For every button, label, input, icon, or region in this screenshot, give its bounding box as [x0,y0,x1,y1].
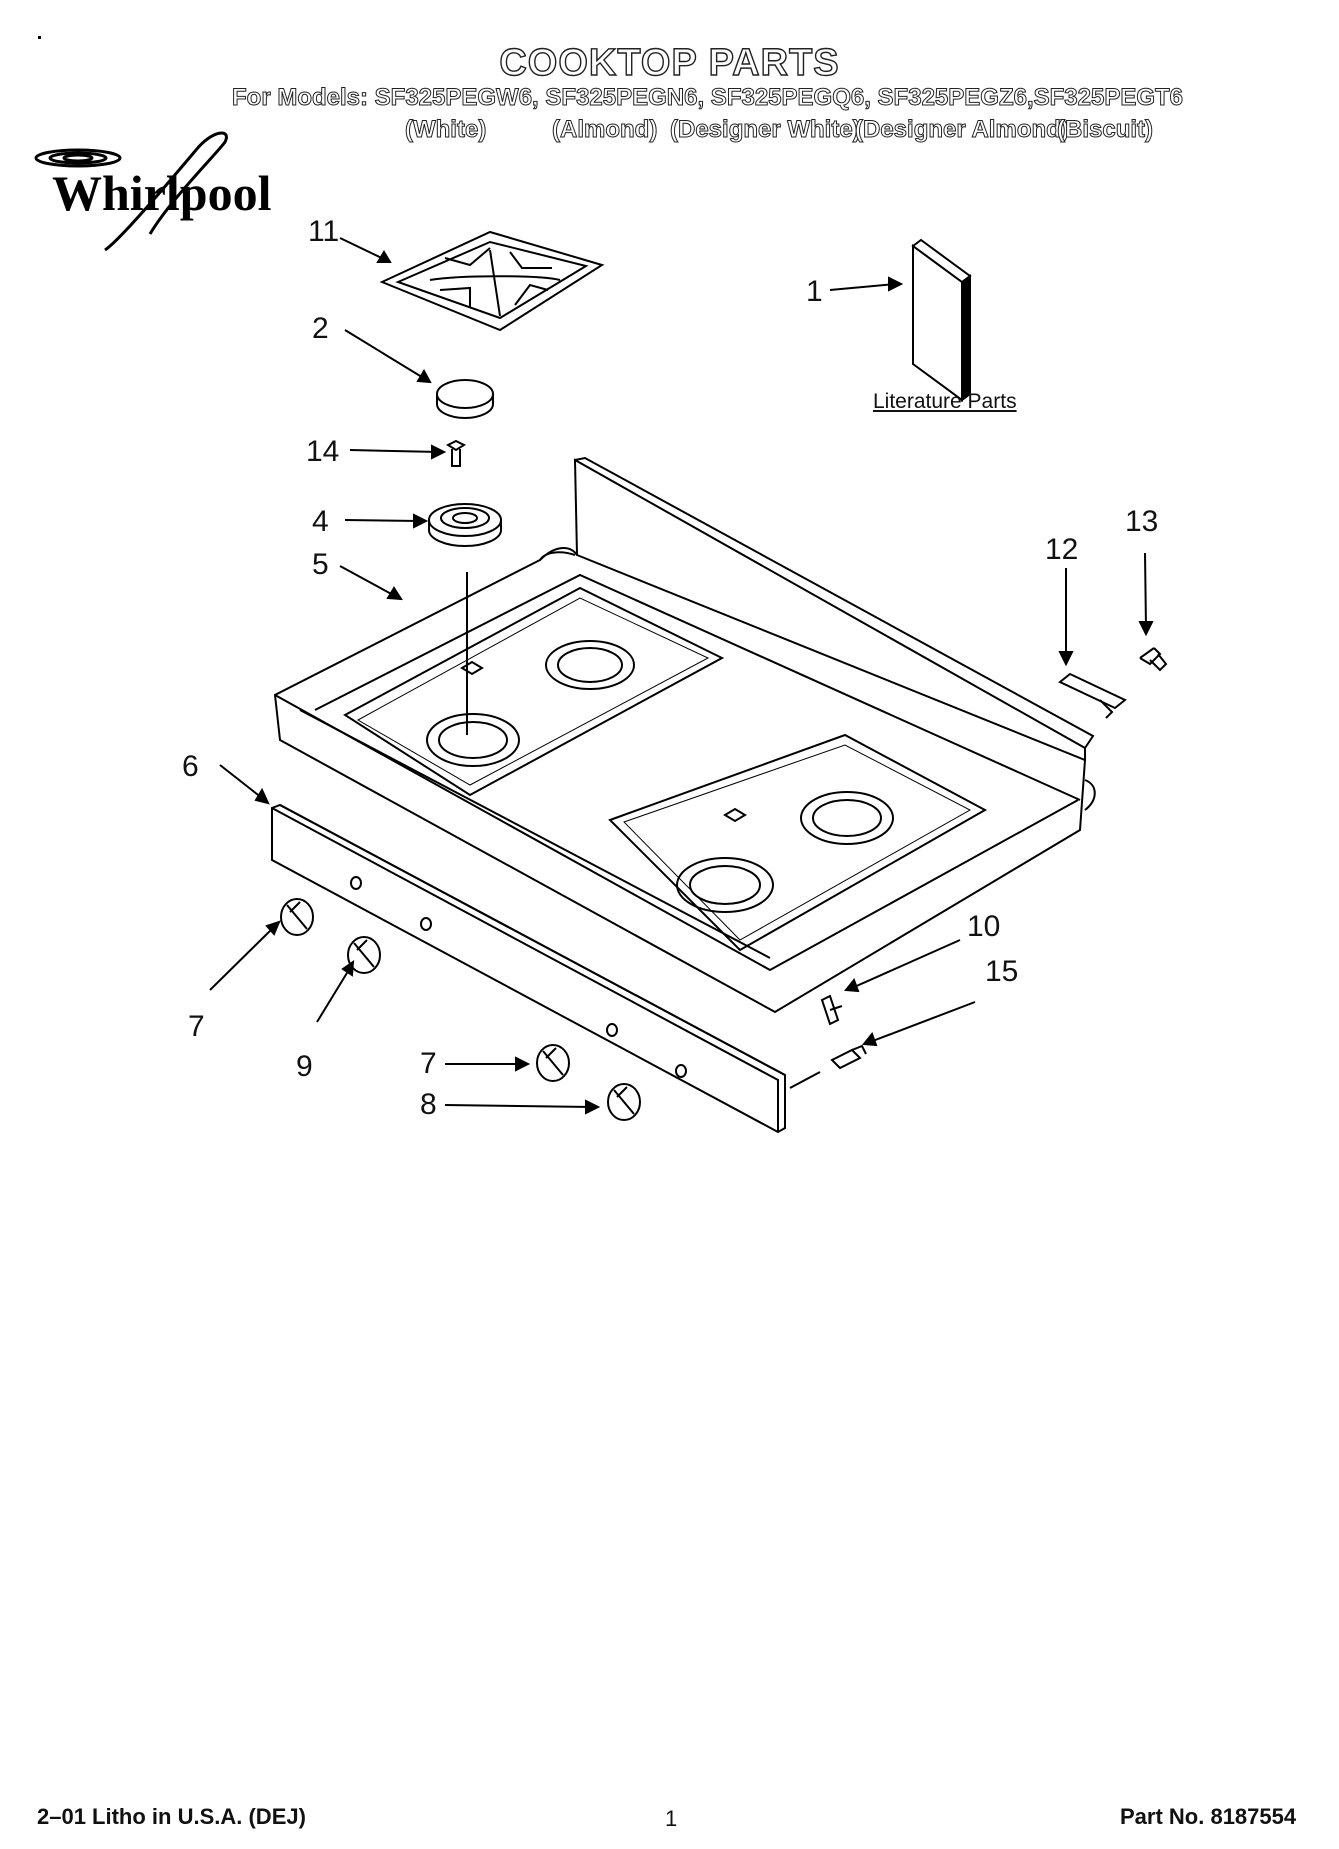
footer-litho: 2–01 Litho in U.S.A. (DEJ) [37,1804,306,1829]
color-white: (White) [404,116,487,144]
screw-part-13 [1139,647,1168,672]
burner-cap-part [436,379,494,419]
knobs [280,898,641,1121]
callout-9: 9 [296,1050,313,1083]
color-biscuit: (Biscuit) [1057,116,1154,144]
color-designer-almond: (Designer Almond) [855,116,1070,144]
callout-7-left: 7 [188,1010,205,1043]
callout-12: 12 [1045,533,1079,566]
color-designer-white: (Designer White) [670,116,862,144]
callout-11: 11 [308,215,340,248]
screw-part-15 [830,1044,867,1070]
control-panel-part [271,803,786,1134]
callout-15: 15 [985,955,1019,988]
bracket-part-12 [1058,672,1127,719]
callout-6: 6 [182,750,199,783]
callout-14: 14 [306,435,340,468]
callout-4: 4 [312,505,329,538]
corner-mark [38,36,41,39]
clip-part-10 [820,994,843,1026]
callout-13: 13 [1125,505,1159,538]
page-number: 1 [665,1806,678,1831]
leader-lines [209,237,1154,1115]
page-title: COOKTOP PARTS [499,41,840,84]
whirlpool-logo-swirl [34,131,228,252]
color-almond: (Almond) [551,116,658,144]
callout-5: 5 [312,548,329,581]
literature-part [911,238,972,402]
screw-part-14 [445,439,467,467]
callout-7-right: 7 [420,1047,437,1080]
callout-10: 10 [967,910,1001,943]
cooktop-part [273,456,1096,1014]
models-line: For Models: SF325PEGW6, SF325PEGN6, SF32… [231,84,1184,112]
callout-2: 2 [312,312,329,345]
whirlpool-logo: Whirlpool [52,165,272,221]
grate-part [379,230,605,332]
callout-8: 8 [420,1088,437,1121]
callout-1: 1 [806,275,823,308]
part-number: Part No. 8187554 [1120,1804,1297,1829]
literature-parts-label: Literature Parts [873,390,1017,413]
burner-part [428,503,502,547]
